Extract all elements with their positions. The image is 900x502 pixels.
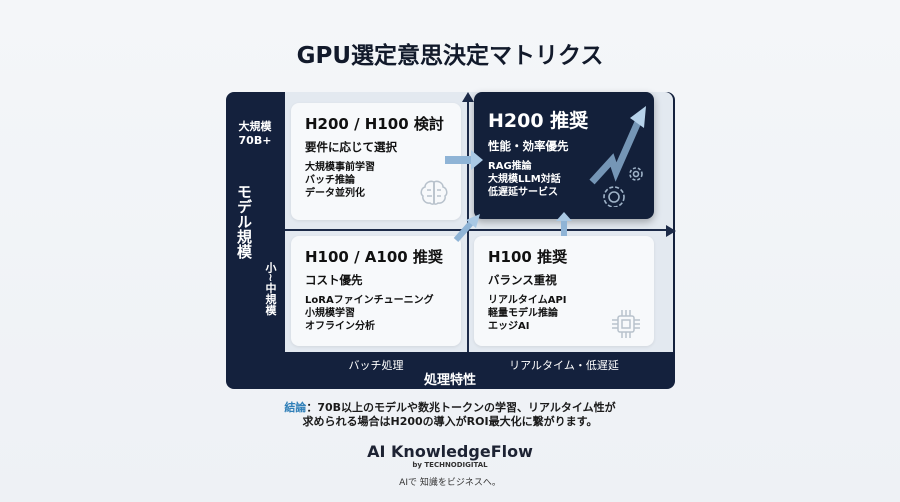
quadrant-subtitle: 要件に応じて選択: [305, 140, 397, 154]
list-item: バッチ推論: [305, 175, 355, 186]
conclusion-label: 結論: [284, 401, 307, 414]
conclusion-separator: ：: [306, 401, 318, 414]
y-label-bottom: 小~中規模: [264, 262, 277, 316]
x-axis-line: [285, 229, 667, 231]
list-item: 大規模事前学習: [305, 162, 375, 173]
list-item: 軽量モデル推論: [488, 308, 558, 319]
growth-arrow-icon: [589, 106, 646, 207]
quadrant-bottom-right: H100 推奨 バランス重視 リアルタイムAPI 軽量モデル推論 エッジAI: [474, 236, 654, 346]
list-item: エッジAI: [488, 321, 530, 332]
x-axis-label: 処理特性: [423, 373, 476, 388]
list-item: リアルタイムAPI: [488, 295, 567, 306]
y-axis-arrow-icon: [462, 92, 474, 102]
quadrant-subtitle: 性能・効率優先: [488, 139, 569, 153]
conclusion-text: 結論：70B以上のモデルや数兆トークンの学習、リアルタイム性が 求められる場合は…: [0, 401, 900, 429]
quadrant-subtitle: バランス重視: [488, 273, 557, 287]
arrow-diagonal-icon: [453, 214, 480, 242]
x-label-left: バッチ処理: [348, 359, 404, 372]
quadrant-title: H100 推奨: [488, 248, 568, 266]
list-item: 大規模LLM対話: [488, 174, 561, 185]
chip-icon: [612, 310, 640, 338]
brand-tagline: AIで 知識をビジネスへ。: [399, 478, 501, 488]
list-item: 小規模学習: [305, 308, 355, 319]
quadrant-subtitle: コスト優先: [305, 273, 363, 287]
brain-icon: [420, 180, 448, 205]
conclusion-line: 求められる場合はH200の導入がROI最大化に繋がります。: [302, 415, 598, 428]
quadrant-title: H100 / A100 推奨: [305, 248, 443, 266]
list-item: RAG推論: [488, 161, 532, 172]
brand-by: by TECHNODIGITAL: [412, 461, 488, 469]
page-title: GPU選定意思決定マトリクス: [296, 43, 604, 69]
list-item: データ並列化: [305, 188, 365, 199]
conclusion-line: 70B以上のモデルや数兆トークンの学習、リアルタイム性が: [317, 401, 616, 414]
quadrant-bottom-left: H100 / A100 推奨 コスト優先 LoRAファインチューニング 小規模学…: [291, 236, 461, 346]
x-label-right: リアルタイム・低遅延: [509, 359, 619, 372]
quadrant-title: H200 / H100 検討: [305, 115, 444, 133]
quadrant-top-left: H200 / H100 検討 要件に応じて選択 大規模事前学習 バッチ推論 デー…: [291, 103, 461, 220]
brand-name: AI KnowledgeFlow: [367, 442, 533, 461]
list-item: オフライン分析: [305, 321, 375, 332]
quadrant-title: H200 推奨: [488, 110, 589, 132]
quadrant-top-right: H200 推奨 性能・効率優先 RAG推論 大規模LLM対話 低遅延サービス: [474, 92, 654, 219]
list-item: 低遅延サービス: [488, 187, 558, 198]
y-axis-label: モデル規模: [235, 184, 253, 259]
arrow-up-icon: [556, 212, 572, 236]
arrow-right-icon: [445, 150, 483, 170]
list-item: LoRAファインチューニング: [305, 295, 434, 306]
x-axis-arrow-icon: [666, 225, 676, 237]
